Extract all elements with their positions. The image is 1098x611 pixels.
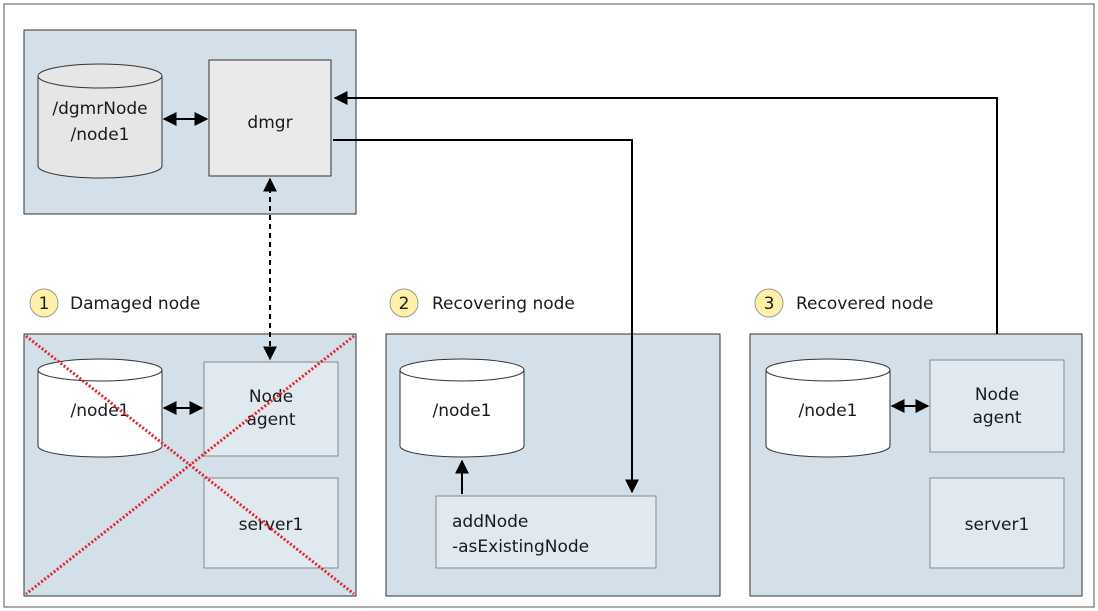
damaged-cross-mark [25, 334, 355, 596]
dmgr-repository-cylinder: /dgmrNode /node1 [37, 63, 163, 179]
damaged-server-label: server1 [239, 515, 304, 535]
addnode-command-box [435, 495, 657, 569]
recovered-to-dmgr-connector [333, 91, 998, 334]
addnode-cmd-line1: addNode [452, 512, 528, 532]
damaged-agent-line1: Node [249, 387, 293, 407]
damaged-server-box [203, 477, 339, 569]
badge-1 [29, 288, 59, 318]
recovering-repo-label: /node1 [433, 401, 492, 421]
badge-1-number: 1 [39, 294, 50, 314]
recovered-node-agent-box [929, 359, 1065, 453]
dmgr-box [208, 59, 332, 177]
addnode-cmd-line2: -asExistingNode [452, 537, 589, 557]
badge-2 [389, 288, 419, 318]
recovered-agent-line2: agent [972, 408, 1021, 428]
dmgr-label: dmgr [247, 113, 292, 133]
dmgr-repo-line2: /node1 [71, 125, 130, 145]
badge-3-number: 3 [764, 294, 775, 314]
dmgr-to-addnode-connector [333, 139, 639, 494]
recovered-server-box [929, 477, 1065, 569]
recovered-repo-label: /node1 [799, 401, 858, 421]
outer-frame [3, 3, 1095, 608]
damaged-node-title: Damaged node [70, 294, 200, 314]
recovered-agent-line1: Node [975, 385, 1019, 405]
badge-3 [754, 288, 784, 318]
badge-2-number: 2 [399, 294, 410, 314]
damaged-repo-cylinder: /node1 [37, 358, 163, 458]
recovering-repo-cylinder: /node1 [399, 358, 525, 458]
damaged-agent-line2: agent [246, 410, 295, 430]
recovered-repo-cylinder: /node1 [765, 358, 891, 458]
dmgr-repo-line1: /dgmrNode [52, 99, 147, 119]
recovered-node-title: Recovered node [796, 294, 933, 314]
recovered-server-label: server1 [965, 515, 1030, 535]
damaged-node-agent-box [203, 361, 339, 457]
recovering-node-title: Recovering node [432, 294, 575, 314]
